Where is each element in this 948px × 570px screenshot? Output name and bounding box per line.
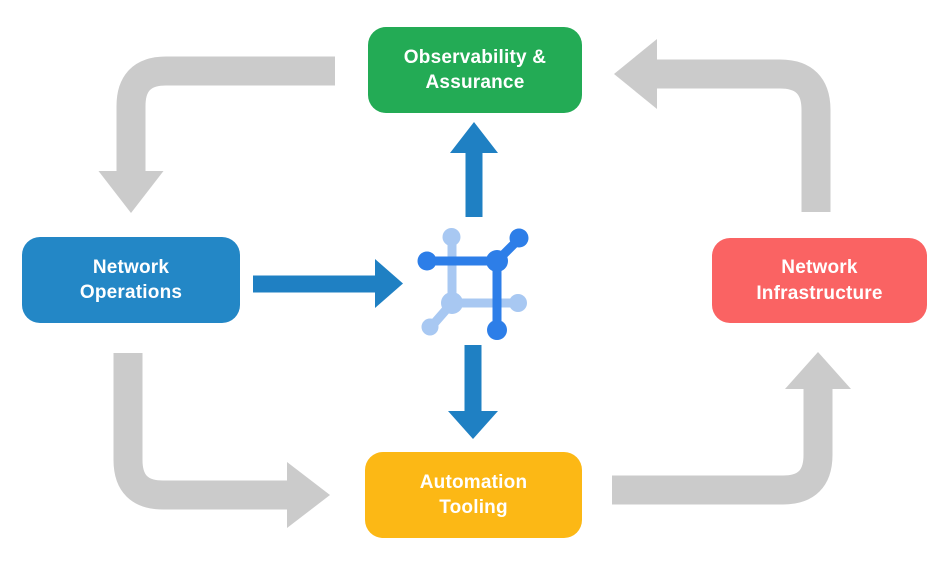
arrow-automation-to-infrastructure bbox=[612, 352, 851, 505]
network-fabric-icon bbox=[417, 228, 529, 340]
arrow-head-left-icon bbox=[614, 39, 657, 109]
node-automation-tooling: Automation Tooling bbox=[365, 452, 582, 538]
node-label: Network Operations bbox=[79, 256, 183, 303]
node-network-operations: Network Operations bbox=[22, 237, 240, 323]
arrow-head-up-icon bbox=[785, 352, 851, 389]
arrow-operations-to-center bbox=[253, 259, 403, 308]
arrow-head-right-icon bbox=[375, 259, 403, 308]
arrow-head-right-icon bbox=[287, 462, 330, 528]
arrow-head-down-icon bbox=[98, 171, 164, 213]
node-label: Observability & Assurance bbox=[403, 46, 547, 93]
arrow-shaft bbox=[656, 59, 831, 212]
node-observability-assurance: Observability & Assurance bbox=[368, 27, 582, 113]
node-label: Network Infrastructure bbox=[756, 257, 883, 304]
arrow-infrastructure-to-observability bbox=[614, 39, 831, 212]
arrow-center-to-automation bbox=[448, 345, 498, 439]
node-label: Automation Tooling bbox=[419, 471, 528, 518]
node-network-infrastructure: Network Infrastructure bbox=[712, 238, 927, 323]
arrow-head-up-icon bbox=[450, 122, 498, 153]
arrow-operations-to-automation bbox=[113, 353, 330, 528]
arrow-head-down-icon bbox=[448, 411, 498, 439]
arrow-shaft bbox=[113, 353, 288, 510]
arrow-shaft bbox=[612, 388, 833, 505]
arrow-center-to-observability bbox=[450, 122, 498, 217]
arrow-shaft bbox=[116, 56, 335, 173]
arrow-observability-to-operations bbox=[98, 56, 335, 213]
